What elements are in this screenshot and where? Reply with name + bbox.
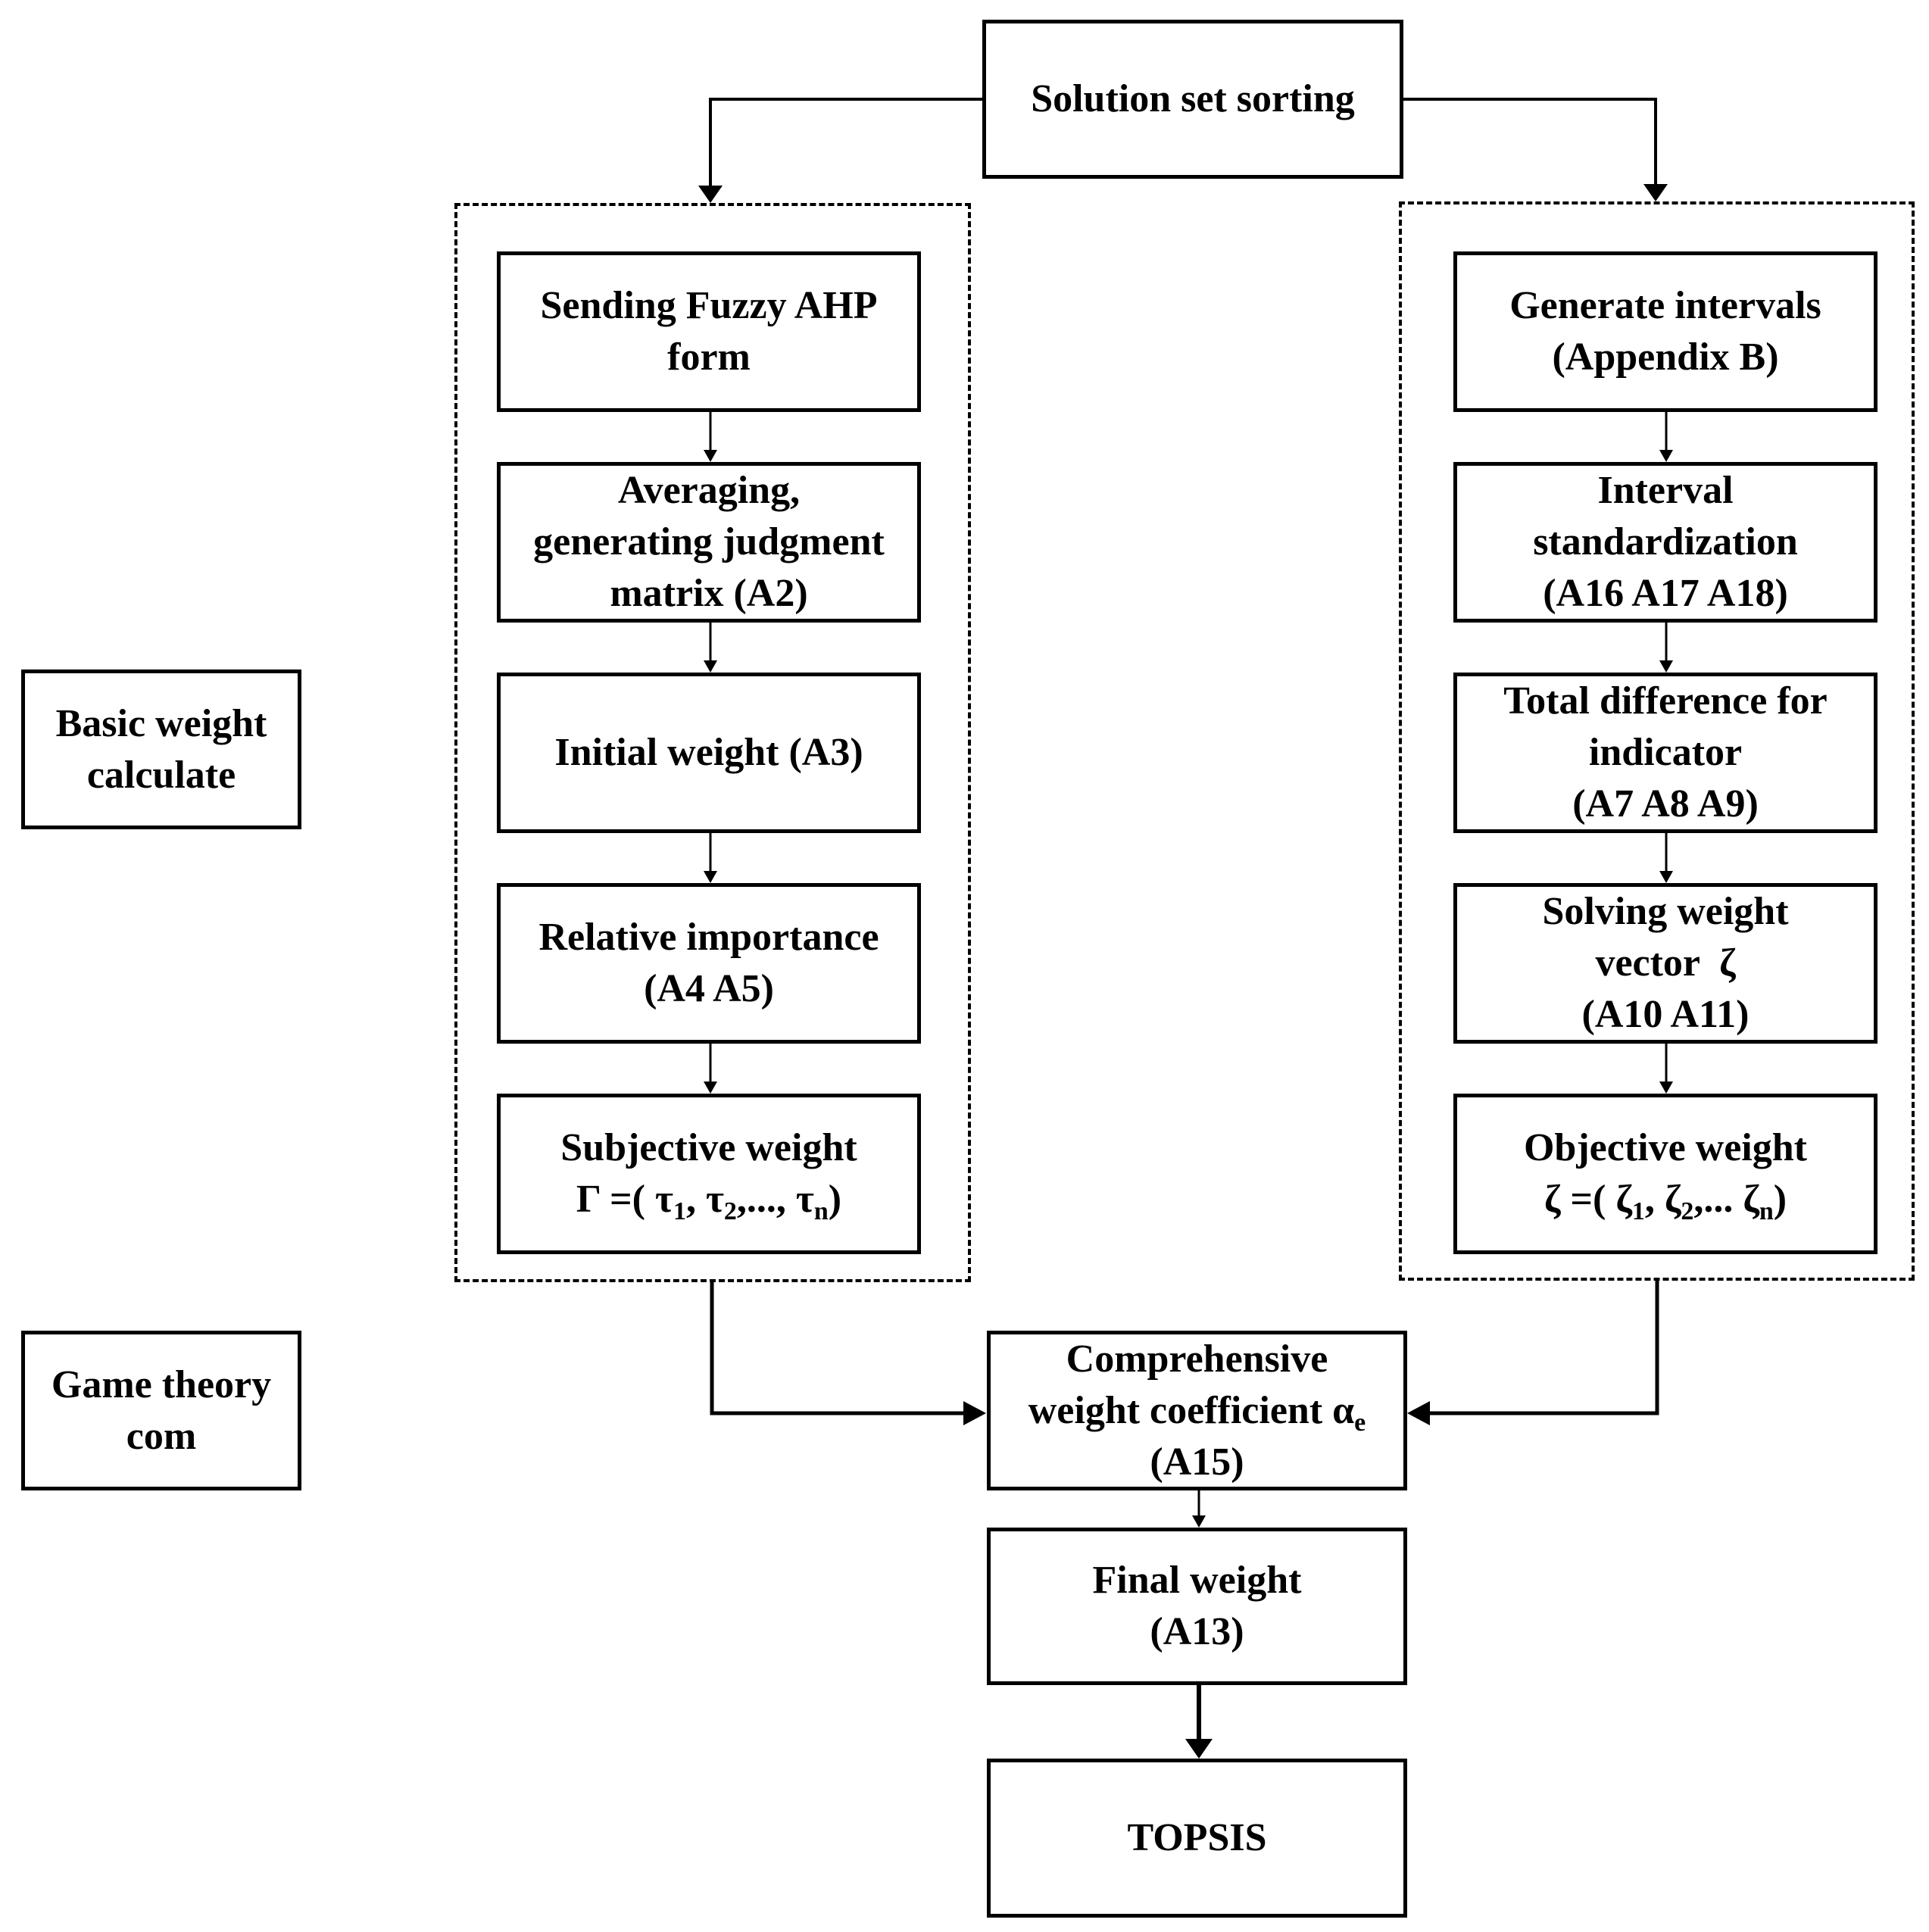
total-difference-line2: indicator [1588,731,1743,774]
alpha-subscript: e [1354,1408,1366,1437]
interval-standardization-line3: (A16 A17 A18) [1543,572,1788,615]
basic-weight-calculate-box: Basic weight calculate [21,669,301,829]
objective-weight-formula: ζ =( ζ1, ζ2,... ζn) [1544,1174,1787,1225]
comprehensive-weight-box: Comprehensive weight coefficient αe (A15… [987,1331,1407,1490]
formula-sep2: ,... ζ [1693,1178,1759,1221]
generate-intervals-box: Generate intervals (Appendix B) [1453,251,1877,412]
interval-standardization-line1: Interval [1597,469,1734,512]
initial-weight-box: Initial weight (A3) [497,673,921,833]
solving-weight-line3: (A10 A11) [1581,993,1750,1036]
total-difference-line3: (A7 A8 A9) [1572,782,1759,826]
final-weight-line1: Final weight [1092,1559,1302,1602]
sending-fuzzy-ahp-line1: Sending Fuzzy AHP [540,284,878,327]
topsis-box: TOPSIS [987,1759,1407,1918]
solving-weight-line2: vector ζ [1595,941,1736,985]
relative-importance-line1: Relative importance [538,916,879,959]
sending-fuzzy-ahp-box: Sending Fuzzy AHP form [497,251,921,412]
formula-close: ) [828,1178,842,1221]
subjective-weight-formula: Γ =( τ1, τ2,..., τn) [576,1174,841,1225]
subscript-2: 2 [1681,1197,1694,1225]
total-difference-box: Total difference for indicator (A7 A8 A9… [1453,673,1877,833]
solving-weight-line1: Solving weight [1542,890,1789,933]
initial-weight-line1: Initial weight (A3) [554,731,863,774]
solution-set-sorting-label: Solution set sorting [1031,77,1355,120]
averaging-line2: generating judgment [533,520,885,563]
objective-weight-box: Objective weight ζ =( ζ1, ζ2,... ζn) [1453,1094,1877,1254]
total-difference-line1: Total difference for [1503,679,1828,723]
comprehensive-line2-text: weight coefficient α [1028,1388,1355,1432]
formula-open: Γ =( τ [576,1178,673,1221]
arrow-top-to-left-group [709,98,982,189]
formula-close: ) [1773,1178,1787,1221]
interval-standardization-box: Interval standardization (A16 A17 A18) [1453,462,1877,623]
relative-importance-box: Relative importance (A4 A5) [497,883,921,1044]
relative-importance-line2: (A4 A5) [644,967,774,1010]
objective-weight-line1: Objective weight [1523,1126,1807,1169]
arrow-left-group-to-comp [710,1282,969,1415]
formula-sep1: , ζ [1644,1178,1681,1221]
formula-sep1: , τ [685,1178,724,1221]
comprehensive-line2: weight coefficient αe [1028,1385,1366,1437]
generate-intervals-line1: Generate intervals [1509,284,1821,327]
subscript-n: n [1759,1197,1774,1225]
subjective-weight-box: Subjective weight Γ =( τ1, τ2,..., τn) [497,1094,921,1254]
solving-weight-vector-box: Solving weight vector ζ (A10 A11) [1453,883,1877,1044]
subscript-1: 1 [673,1197,686,1225]
solution-set-sorting-box: Solution set sorting [982,20,1403,179]
comprehensive-line3: (A15) [1150,1440,1244,1484]
subjective-weight-line1: Subjective weight [560,1126,857,1169]
game-theory-line2: com [126,1414,197,1458]
topsis-label: TOPSIS [1127,1816,1267,1859]
averaging-judgment-matrix-box: Averaging, generating judgment matrix (A… [497,462,921,623]
generate-intervals-line2: (Appendix B) [1552,336,1779,379]
averaging-line1: Averaging, [617,469,801,512]
averaging-line3: matrix (A2) [610,572,808,615]
comprehensive-line1: Comprehensive [1066,1337,1328,1381]
final-weight-line2: (A13) [1150,1610,1244,1653]
final-weight-box: Final weight (A13) [987,1528,1407,1685]
sending-fuzzy-ahp-line2: form [667,336,751,379]
subscript-n: n [813,1197,829,1225]
formula-open: ζ =( ζ [1544,1178,1632,1221]
interval-standardization-line2: standardization [1533,520,1798,563]
arrow-top-to-right-group [1403,98,1657,188]
basic-weight-line2: calculate [86,753,236,797]
basic-weight-line1: Basic weight [55,701,267,745]
objective-weight-group [1399,201,1915,1281]
game-theory-box: Game theory com [21,1331,301,1490]
arrow-right-group-to-comp [1424,1281,1659,1415]
subscript-2: 2 [723,1197,737,1225]
subjective-weight-group [454,203,971,1282]
subscript-1: 1 [1631,1197,1645,1225]
game-theory-line1: Game theory [51,1362,272,1406]
formula-sep2: ,..., τ [736,1178,814,1221]
